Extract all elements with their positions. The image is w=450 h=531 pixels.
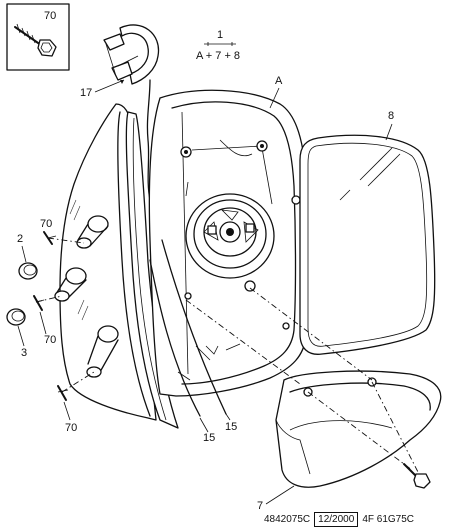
label-7: 7 (257, 500, 263, 512)
adjustment-motor (185, 193, 275, 292)
screw-icon (403, 463, 431, 489)
label-17: 17 (80, 87, 92, 99)
assembly-guide-lines (35, 237, 419, 473)
bolt-70-middle: 70 (33, 295, 56, 346)
label-A: A (275, 75, 283, 87)
label-15-left: 15 (203, 432, 215, 444)
lower-cover-7: 7 (257, 370, 442, 512)
part-15: 15 15 (149, 239, 237, 444)
bolt-inset: 70 (6, 3, 70, 71)
bolt-icon (14, 23, 57, 57)
label-3: 3 (21, 347, 27, 359)
clip-part-17: 17 (80, 24, 160, 99)
label-70-upper: 70 (40, 218, 52, 230)
label-70-lower: 70 (65, 422, 77, 434)
label-15-right: 15 (225, 421, 237, 433)
footer-ref-code: 4F 61G75C (362, 513, 415, 525)
footer-part-code: 4842075C (264, 513, 311, 525)
cap-nut-3: 3 (6, 308, 27, 359)
label-8: 8 (388, 110, 394, 122)
mirror-glass-8: 8 (299, 110, 436, 355)
bracket-boss-middle (54, 267, 87, 302)
label-70-inset: 70 (44, 10, 56, 22)
label-2: 2 (17, 233, 23, 245)
assembly-formula: A + 7 + 8 (196, 50, 240, 62)
label-70-middle: 70 (44, 334, 56, 346)
bracket-boss-lower (86, 325, 119, 378)
bolt-70-upper: 70 (40, 218, 57, 245)
mounting-bracket (54, 103, 179, 429)
cable (146, 79, 151, 201)
bolt-70-lower: 70 (57, 385, 77, 434)
diagram-footer: 4842075C 12/2000 4F 61G75C (264, 511, 414, 527)
label-1: 1 (217, 29, 223, 41)
cap-nut-2: 2 (17, 233, 38, 280)
footer-date: 12/2000 (314, 511, 359, 527)
assembly-reference: 1 A + 7 + 8 (196, 29, 240, 62)
